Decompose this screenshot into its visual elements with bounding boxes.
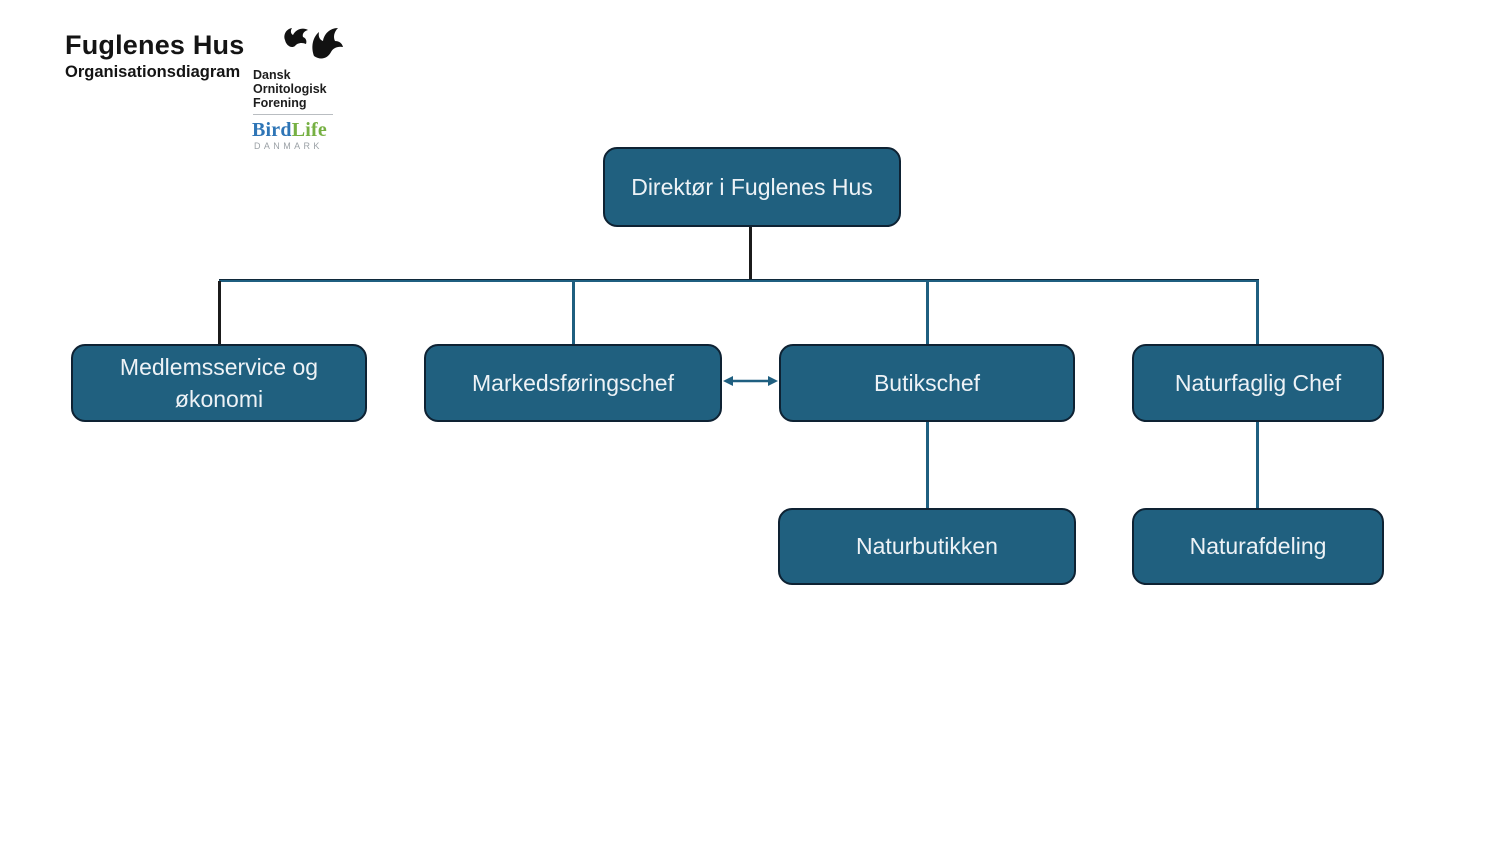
terns-silhouette-icon (284, 28, 343, 59)
bidirectional-arrow-markedsfoering-butikschef (723, 376, 778, 386)
org-name-line: Dansk (253, 68, 291, 82)
connector-bus-to-markedsfoeringschef (572, 282, 575, 344)
connector-horizontal-bus (219, 279, 1259, 282)
connector-bus-to-butikschef (926, 282, 929, 344)
birdlife-wordmark: BirdLife (252, 119, 327, 142)
org-node-naturafdeling: Naturafdeling (1132, 508, 1384, 585)
connector-direktor-to-bus (749, 227, 752, 281)
org-name-line: Forening (253, 96, 307, 110)
connector-butikschef-to-naturbutikken (926, 422, 929, 508)
wordmark-country: DANMARK (254, 141, 323, 151)
org-name-line: Ornitologisk (253, 82, 327, 96)
wordmark-bird: Bird (252, 119, 292, 141)
wordmark-life: Life (291, 119, 327, 141)
connector-naturfaglig-to-naturafdeling (1256, 422, 1259, 508)
org-node-naturfaglig-chef: Naturfaglig Chef (1132, 344, 1384, 422)
org-node-butikschef: Butikschef (779, 344, 1075, 422)
connector-bus-to-naturfaglig-chef (1256, 282, 1259, 344)
dof-birdlife-logo: Dansk Ornitologisk Forening BirdLife DAN… (252, 26, 362, 158)
org-name: Dansk Ornitologisk Forening (253, 68, 327, 110)
logo-divider (253, 114, 333, 115)
org-node-markedsfoeringschef: Markedsføringschef (424, 344, 722, 422)
page-subtitle: Organisationsdiagram (65, 63, 241, 81)
org-node-naturbutikken: Naturbutikken (778, 508, 1076, 585)
connector-bus-to-medlemsservice (218, 281, 221, 345)
org-node-medlemsservice: Medlemsservice og økonomi (71, 344, 367, 422)
page-title: Fuglenes Hus (65, 30, 245, 60)
org-node-direktor: Direktør i Fuglenes Hus (603, 147, 901, 227)
